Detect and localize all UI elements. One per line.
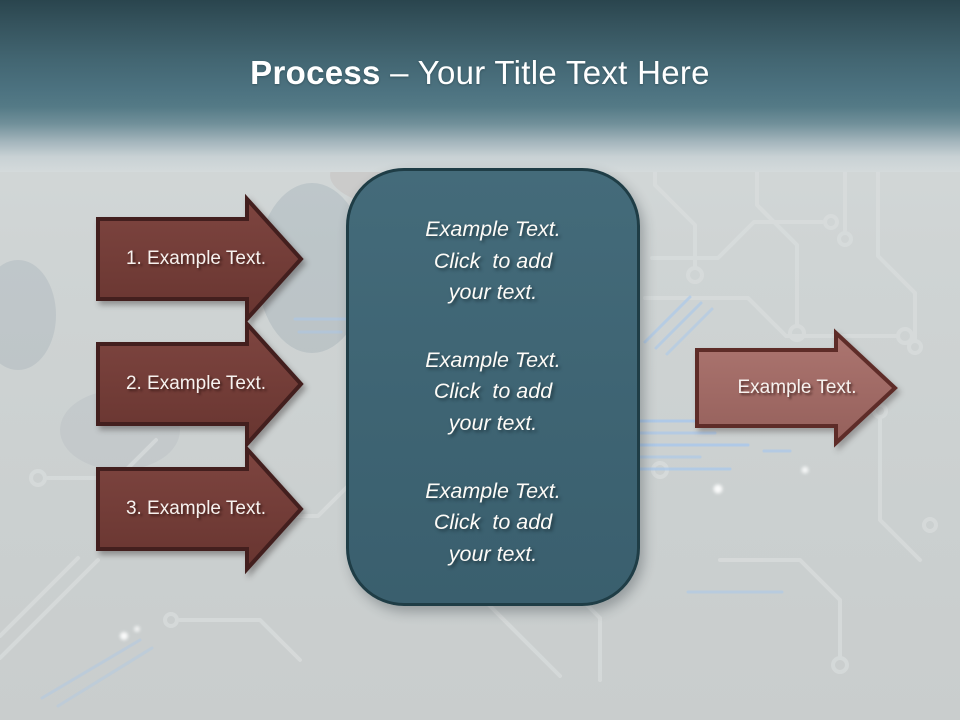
text-line: Click to add [433, 510, 553, 534]
process-arrow-2-label: 2. Example Text. [125, 373, 267, 394]
output-arrow-label: Example Text. [737, 377, 857, 398]
text-line: your text. [448, 280, 538, 304]
text-block-3: Example Text. Click to add your text. [357, 476, 629, 571]
text-line: your text. [448, 410, 538, 435]
text-line: your text. [448, 541, 538, 566]
slide-title-text: – Your Title Text Here [380, 54, 710, 91]
slide-title-keyword: Process [250, 54, 381, 91]
text-line: Example Text. [425, 347, 561, 372]
arrow-right-shape [96, 193, 304, 325]
text-line: Click to add [433, 248, 553, 273]
slide-title[interactable]: Process – Your Title Text Here [0, 54, 960, 92]
process-arrow-2[interactable]: 2. Example Text. [95, 318, 305, 450]
text-block-2: Example Text. Click to add your text. [357, 345, 629, 440]
output-arrow[interactable]: Example Text. [694, 328, 899, 448]
text-block-1: Example Text. Click to add your text. [357, 214, 629, 309]
text-line: Example Text. [425, 217, 561, 241]
blue-circuit-traces [40, 295, 792, 708]
text-line: Example Text. [425, 478, 561, 503]
process-arrow-1-label: 1. Example Text. [125, 248, 267, 269]
arrow-right-shape [96, 318, 304, 450]
center-text-box[interactable]: Example Text. Click to add your text. Ex… [346, 168, 640, 606]
text-line: Click to add [433, 379, 553, 404]
arrow-right-shape [96, 443, 304, 575]
process-arrow-3[interactable]: 3. Example Text. [95, 443, 305, 575]
arrow-right-shape [695, 328, 898, 448]
header-band: Process – Your Title Text Here [0, 0, 960, 172]
process-arrow-3-label: 3. Example Text. [125, 498, 267, 519]
process-arrow-1[interactable]: 1. Example Text. [95, 193, 305, 325]
